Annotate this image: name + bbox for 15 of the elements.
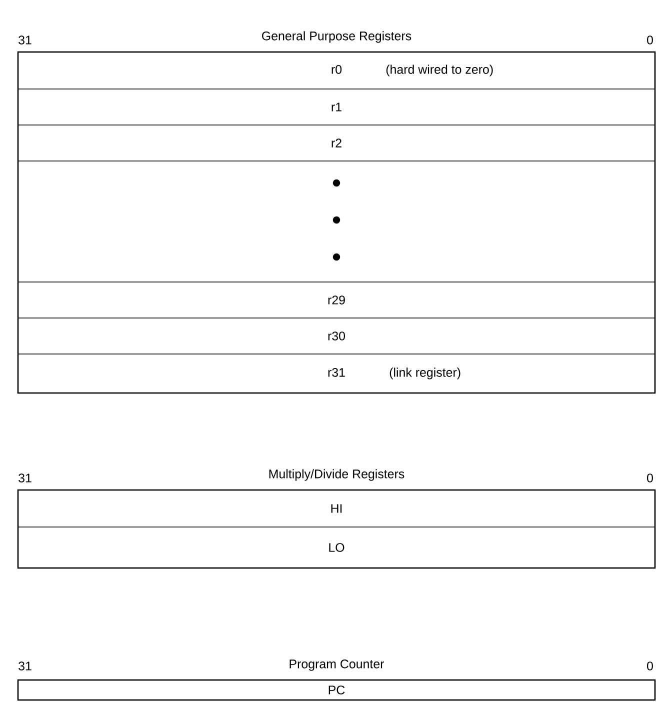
register-row: r30 (18, 318, 656, 354)
register-row: r2 (18, 124, 656, 162)
register-row: LO (18, 526, 656, 568)
node-label: Multiply/Divide Registers (269, 469, 404, 481)
bit-number: 0 (647, 662, 653, 670)
register-row: PC (328, 686, 345, 694)
register-row: r29 (18, 282, 656, 318)
bit-number: 31 (18, 662, 32, 670)
node-label: Program Counter (290, 660, 384, 671)
register-row: r31 (link register) (18, 354, 656, 394)
register-row: r1 (18, 88, 656, 126)
node-label: General Purpose Registers (262, 31, 412, 43)
register-row: r0 (hard wired to zero) (18, 52, 656, 90)
register-row (18, 160, 656, 282)
register-row: HI (18, 490, 656, 528)
